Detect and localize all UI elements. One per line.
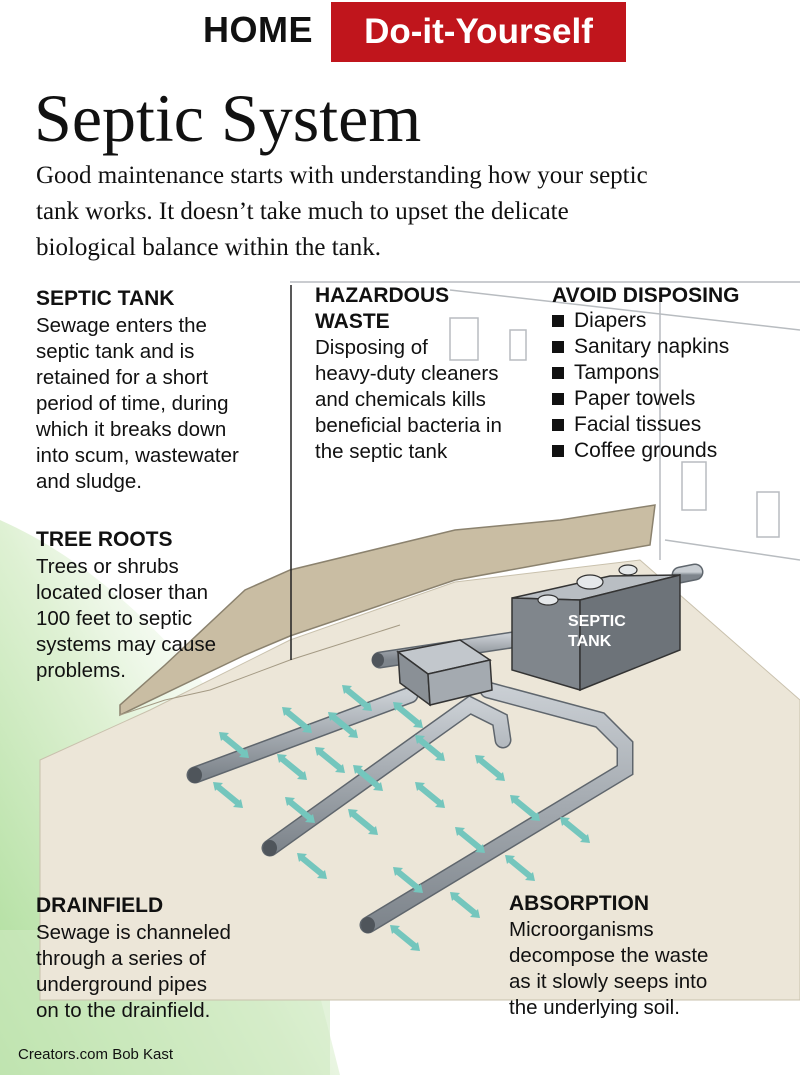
drainfield-text: Sewage is channeled through a series of …: [36, 921, 231, 1022]
distribution-box: [396, 639, 493, 707]
tree-roots-text: Trees or shrubs located closer than 100 …: [36, 555, 216, 682]
bullet-square-icon: [552, 419, 564, 431]
list-item: Diapers: [552, 308, 729, 334]
bullet-square-icon: [552, 445, 564, 457]
septic-tank-heading: SEPTIC TANK: [36, 287, 175, 310]
absorption-text: Microorganisms decompose the waste as it…: [509, 918, 709, 1019]
bullet-square-icon: [552, 367, 564, 379]
house-outline: [290, 281, 800, 561]
avoid-disposing-heading: AVOID DISPOSING: [552, 284, 740, 307]
septic-tank: [511, 564, 681, 692]
avoid-disposing-list: Diapers Sanitary napkins Tampons Paper t…: [552, 308, 729, 464]
page-title: Septic System: [34, 80, 422, 156]
tree-roots-heading: TREE ROOTS: [36, 528, 173, 551]
list-item: Tampons: [552, 360, 729, 386]
bullet-square-icon: [552, 341, 564, 353]
soil-band: [119, 504, 656, 717]
list-item: Sanitary napkins: [552, 334, 729, 360]
bullet-square-icon: [552, 393, 564, 405]
hazardous-waste-heading: HAZARDOUS WASTE: [315, 284, 450, 333]
hazardous-waste-text: Disposing of heavy-duty cleaners and che…: [315, 336, 502, 463]
header-home: HOME: [203, 9, 313, 50]
intro-text: Good maintenance starts with understandi…: [36, 162, 648, 261]
bullet-square-icon: [552, 315, 564, 327]
list-item: Facial tissues: [552, 412, 729, 438]
septic-tank-text: Sewage enters the septic tank and is ret…: [36, 314, 239, 493]
drainfield-heading: DRAINFIELD: [36, 894, 164, 917]
septic-tank-label: SEPTIC TANK: [568, 613, 626, 650]
list-item: Paper towels: [552, 386, 729, 412]
absorption-heading: ABSORPTION: [509, 892, 650, 915]
header-diy-banner: Do-it-Yourself: [331, 2, 626, 62]
list-item: Coffee grounds: [552, 438, 729, 464]
credit-line: Creators.com Bob Kast: [18, 1046, 174, 1063]
